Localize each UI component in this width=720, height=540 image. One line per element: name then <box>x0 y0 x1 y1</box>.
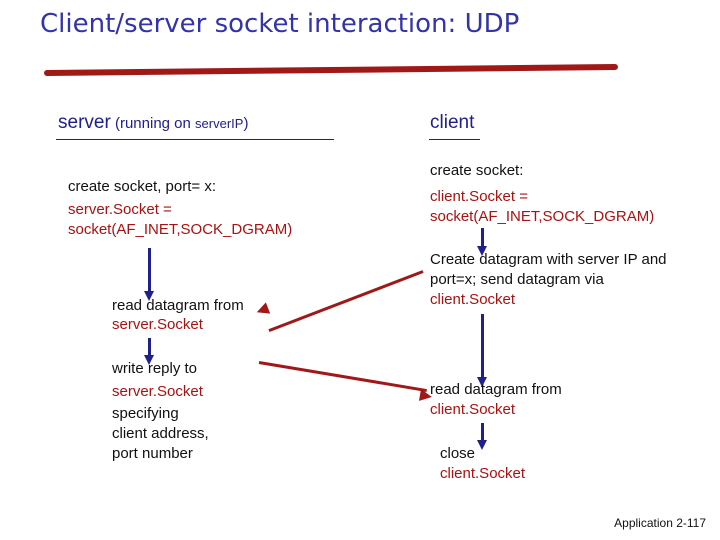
client-step-close-line2: client.Socket <box>440 465 526 482</box>
server-step-create-socket-line1: create socket, port= x: <box>68 178 216 195</box>
client-step-create-datagram-line3: client.Socket <box>430 291 516 308</box>
page-title: Client/server socket interaction: UDP <box>40 9 520 39</box>
client-step-create-datagram-line2: port=x; send datagram via <box>430 271 604 288</box>
arrow-client-send-to-server-read-line <box>268 270 424 333</box>
footer-slide-number: Application 2-117 <box>614 516 706 530</box>
client-step-create-socket-line1: create socket: <box>430 162 524 179</box>
client-step-read-datagram-line1: read datagram from <box>430 381 562 398</box>
client-arrow-datagram-to-read <box>477 314 487 387</box>
column-header-server-note-open: (running on <box>110 115 196 132</box>
client-step-read-datagram-line2: client.Socket <box>430 401 516 418</box>
column-header-server-note-close: ) <box>243 115 249 132</box>
server-arrow-create-to-read <box>144 248 154 301</box>
client-arrow-create-to-datagram <box>477 228 487 256</box>
column-header-client: client <box>430 112 474 134</box>
column-header-client-label: client <box>430 112 475 133</box>
arrow-server-write-to-client-read-line <box>258 361 427 393</box>
arrow-server-write-to-client-read-head <box>419 389 433 403</box>
server-step-write-reply-line1: write reply to <box>112 360 198 377</box>
server-step-read-datagram-line2: server.Socket <box>112 316 203 333</box>
server-step-create-socket-line2: server.Socket = socket(AF_INET,SOCK_DGRA… <box>68 201 293 238</box>
client-arrow-read-to-close <box>477 423 487 450</box>
column-header-server-label: server <box>58 112 111 133</box>
arrow-client-send-to-server-read-head <box>254 302 271 318</box>
client-step-close-line1: close <box>440 445 476 462</box>
column-header-client-underline <box>429 139 480 140</box>
column-header-server-underline <box>56 139 334 140</box>
column-header-server-note-host: serverIP <box>195 116 244 131</box>
client-step-create-socket-line2: client.Socket = socket(AF_INET,SOCK_DGRA… <box>430 188 655 225</box>
server-arrow-read-to-write <box>144 338 154 365</box>
server-step-read-datagram-line1: read datagram from <box>112 297 244 314</box>
server-step-write-reply-line3: specifying client address, port number <box>112 405 209 462</box>
column-header-server: server (running on serverIP) <box>58 112 248 134</box>
title-underline-rule <box>43 63 619 77</box>
client-step-create-datagram-line1: Create datagram with server IP and <box>430 251 667 268</box>
server-step-write-reply-line2: server.Socket <box>112 383 203 400</box>
